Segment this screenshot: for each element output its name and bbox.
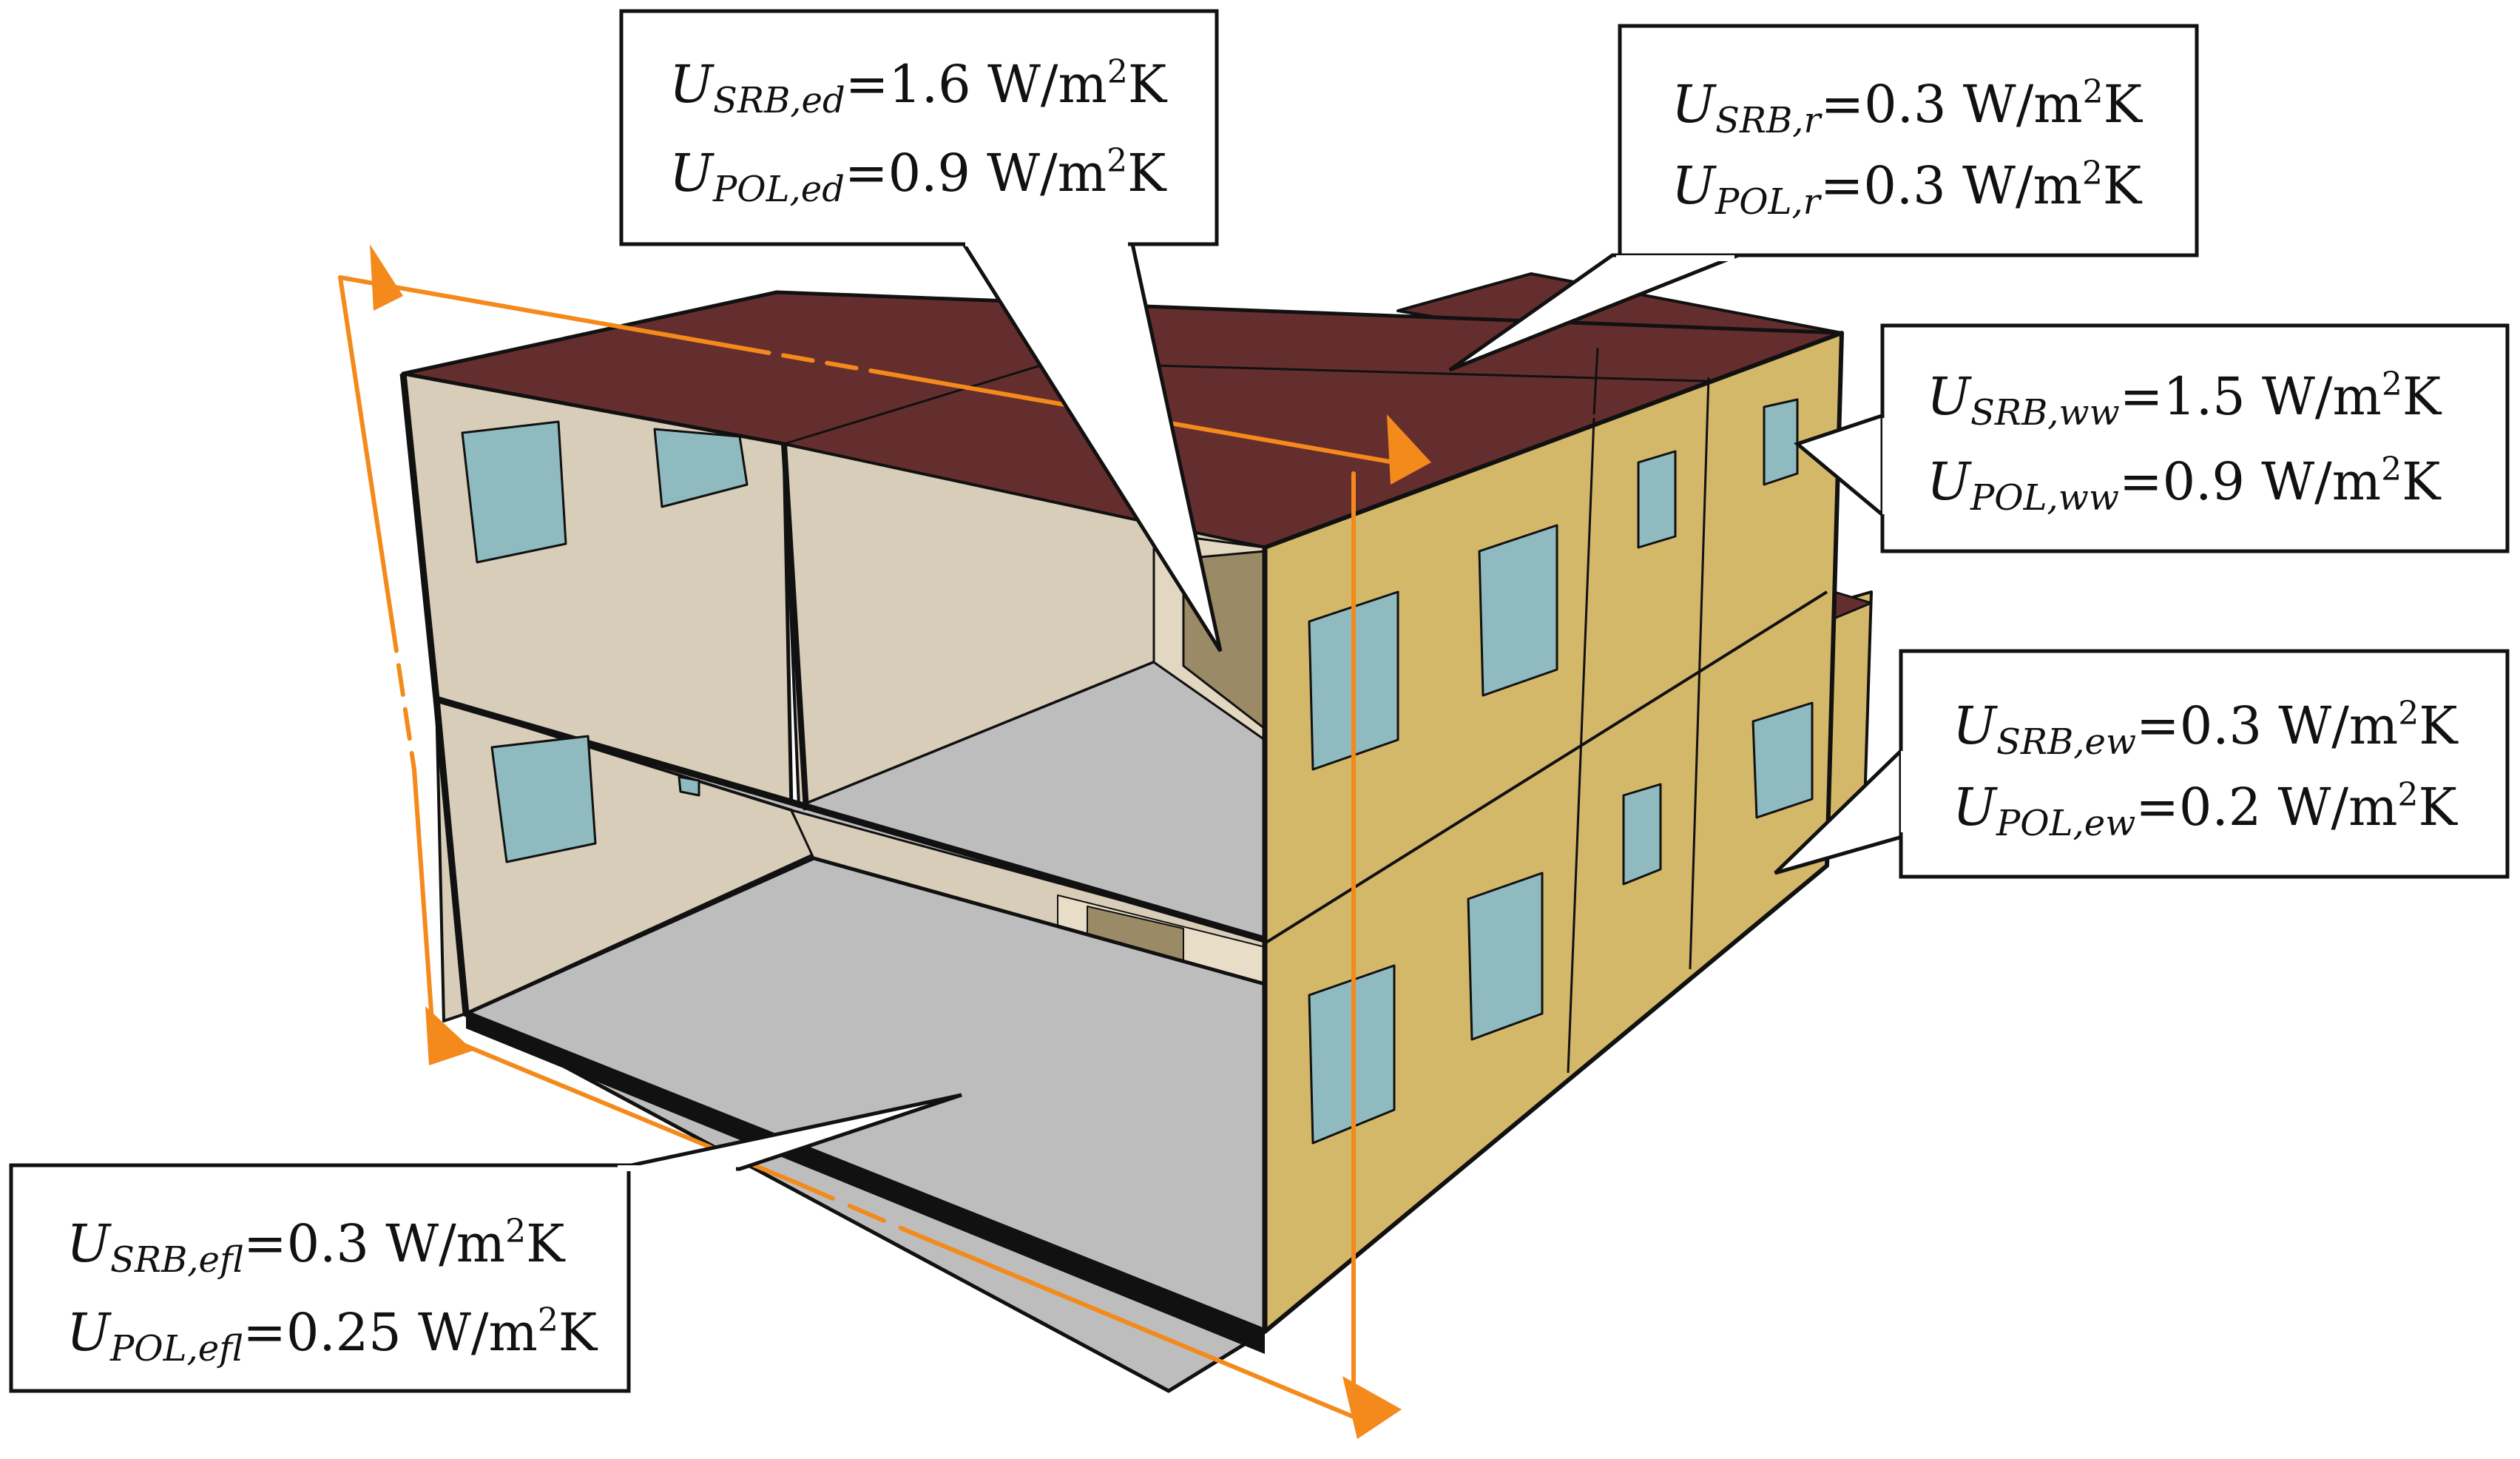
callout-efl: USRB,efl=0.3 W/m2K UPOL,efl=0.25 W/m2K — [9, 1093, 962, 1393]
ground-floor-front-edge — [466, 1014, 1265, 1354]
callout-line: USRB,ed=1.6 W/m2K — [669, 53, 1168, 121]
window — [1478, 524, 1558, 697]
window — [1751, 701, 1814, 819]
building — [399, 272, 1873, 1393]
window — [1637, 450, 1677, 549]
section-outline — [399, 373, 1266, 1335]
callout-ww: USRB,ww=1.5 W/m2K UPOL,ww=0.9 W/m2K — [1793, 323, 2510, 553]
arrow-icon — [1387, 414, 1431, 485]
section-plane-left-dash — [390, 619, 416, 772]
callout-box — [9, 1163, 631, 1393]
interior-windows — [461, 420, 749, 863]
window — [1467, 872, 1544, 1041]
section-plane-left — [338, 275, 394, 624]
facade-floor-line — [1263, 590, 1828, 945]
callout-box — [1899, 649, 2510, 879]
callout-line: USRB,r=0.3 W/m2K — [1672, 73, 2144, 141]
window — [490, 735, 597, 863]
window — [653, 428, 749, 508]
facade-panel-line-2 — [1689, 377, 1710, 970]
window — [678, 775, 700, 797]
callout-line: USRB,ww=1.5 W/m2K — [1927, 365, 2442, 434]
section-plane-bottom-dash — [797, 1182, 912, 1234]
callout-r: USRB,r=0.3 W/m2K UPOL,r=0.3 W/m2K — [1448, 24, 2199, 372]
callout-box — [619, 9, 1219, 246]
callout-line: USRB,ew=0.3 W/m2K — [1953, 695, 2459, 763]
window — [1622, 783, 1662, 886]
callout-box — [1618, 24, 2199, 257]
section-arrows — [370, 244, 1431, 1439]
callout-line: UPOL,ew=0.2 W/m2K — [1953, 776, 2458, 844]
callout-box — [1880, 323, 2510, 553]
callout-ed: USRB,ed=1.6 W/m2K UPOL,ed=0.9 W/m2K — [619, 9, 1223, 653]
arrow-icon — [1342, 1376, 1402, 1439]
callout-line: UPOL,ed=0.9 W/m2K — [669, 142, 1167, 210]
facade-panel-line-1 — [1567, 417, 1595, 1074]
section-plane-top-dash — [737, 346, 890, 376]
section-plane-bottom-2 — [908, 1230, 1356, 1419]
section-plane-left-2 — [412, 767, 435, 1034]
roof-seam-2 — [1592, 347, 1599, 415]
callout-line: UPOL,ww=0.9 W/m2K — [1927, 451, 2442, 519]
callout-line: UPOL,efl=0.25 W/m2K — [67, 1301, 598, 1369]
window — [1763, 398, 1799, 486]
callout-ew: USRB,ew=0.3 W/m2K UPOL,ew=0.2 W/m2K — [1774, 649, 2510, 879]
section-outline-partition — [781, 443, 809, 811]
callout-line: USRB,efl=0.3 W/m2K — [67, 1213, 566, 1281]
arrow-icon — [425, 1006, 473, 1065]
window — [461, 420, 567, 564]
section-plane-top — [338, 275, 742, 350]
arrow-icon — [370, 244, 403, 311]
callout-line: UPOL,r=0.3 W/m2K — [1672, 155, 2143, 223]
